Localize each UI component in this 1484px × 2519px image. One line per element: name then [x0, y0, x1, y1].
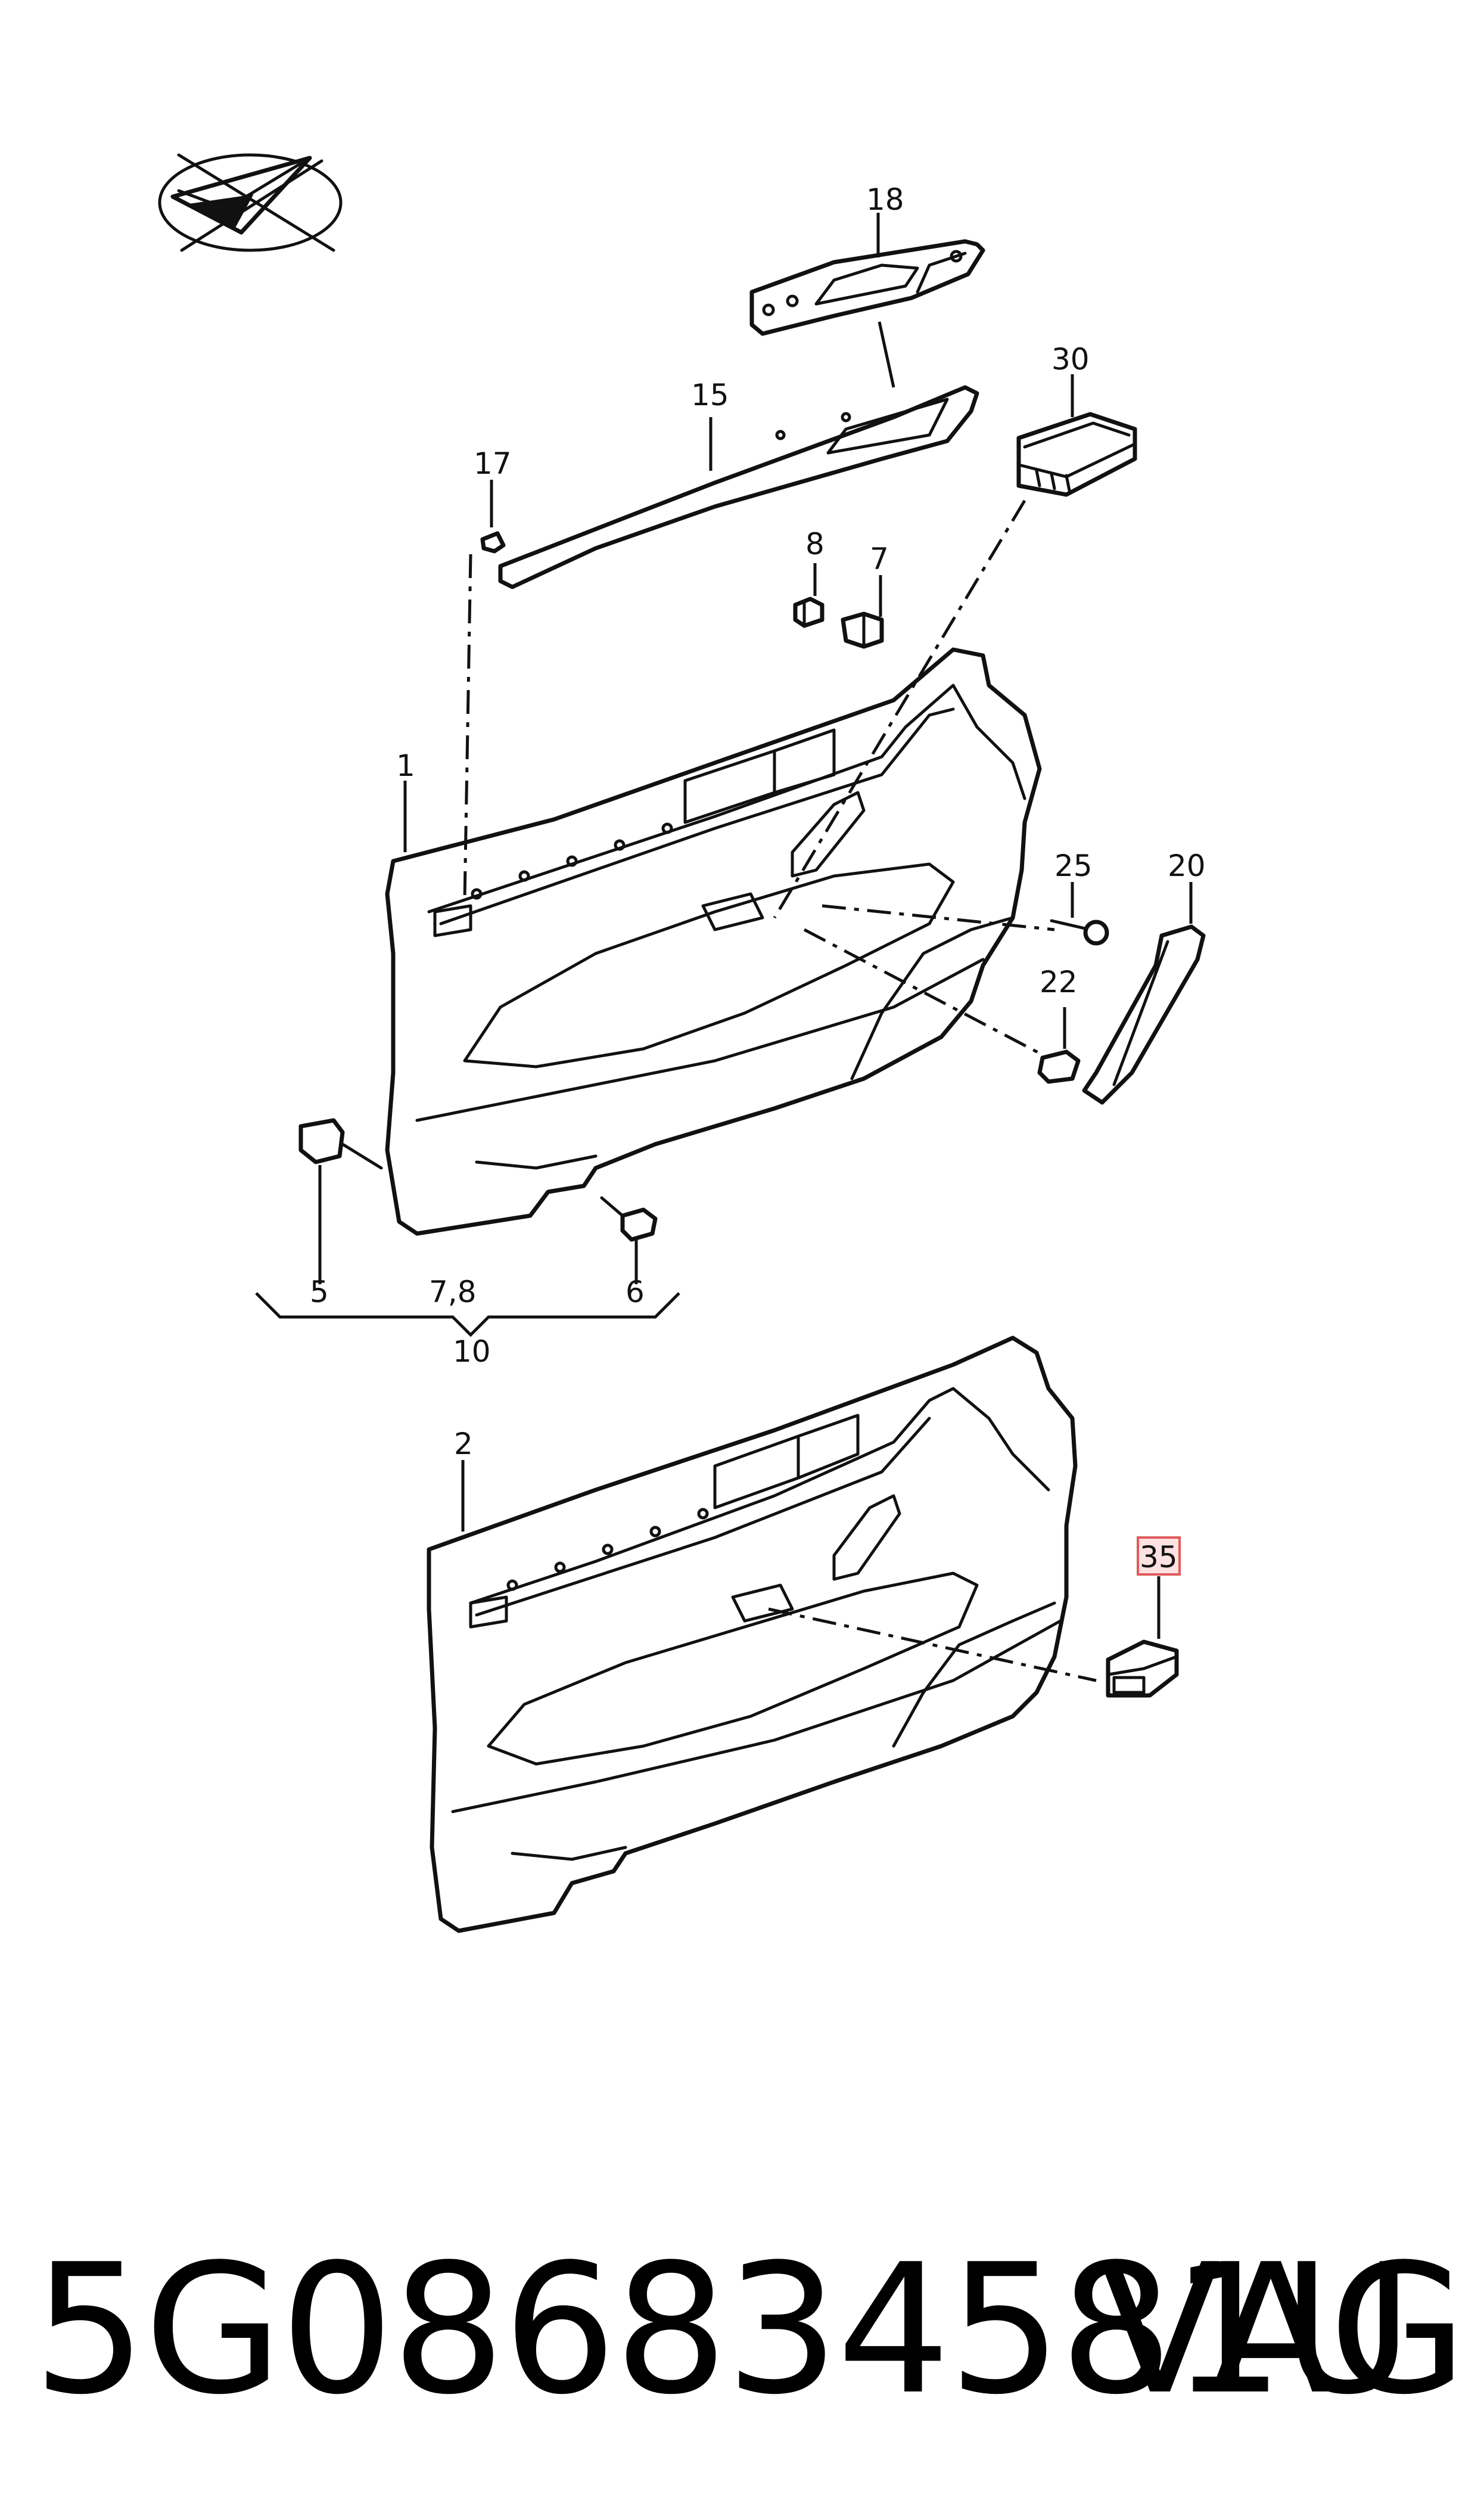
screw-25-part[interactable]	[1050, 919, 1109, 946]
callout-7-8: 7,8	[429, 1275, 477, 1309]
switch-35-part[interactable]	[1106, 1639, 1179, 1698]
door-panel-1-part[interactable]	[385, 647, 1042, 1236]
callout-35: 35	[1140, 1540, 1178, 1574]
upper-trim-strip-part[interactable]	[498, 385, 979, 589]
callout-25: 25	[1054, 849, 1093, 883]
callout-18: 18	[866, 182, 904, 217]
assembly-line-35	[768, 1607, 1097, 1682]
clip-8-part[interactable]	[793, 597, 825, 628]
door-handle-bezel-part[interactable]	[749, 239, 985, 336]
callout-2: 2	[454, 1427, 473, 1461]
part-number: 5G086834581U	[33, 2226, 1413, 2434]
callout-1: 1	[396, 748, 415, 783]
callout-10: 10	[453, 1334, 491, 1369]
footer: 5G086834581U VAG	[0, 2205, 1484, 2455]
callout-17: 17	[474, 446, 512, 481]
fastener-6-part[interactable]	[600, 1196, 658, 1242]
fastener-5-part[interactable]	[298, 1118, 383, 1170]
callout-22: 22	[1040, 965, 1078, 999]
callout-20: 20	[1168, 849, 1206, 883]
assembly-line-30	[773, 499, 1026, 919]
callout-15: 15	[691, 378, 729, 412]
callout-30: 30	[1051, 342, 1090, 377]
brand-name: VAG	[1099, 2226, 1467, 2434]
clip-17-part[interactable]	[480, 531, 506, 554]
callout-7: 7	[870, 542, 889, 576]
callout-35-highlight	[1137, 1536, 1181, 1576]
logo-icon	[158, 153, 343, 252]
group-bracket	[255, 1292, 680, 1337]
assembly-line-17	[463, 554, 472, 900]
door-panel-2-part[interactable]	[427, 1335, 1078, 1933]
callout-5: 5	[310, 1275, 329, 1309]
clip-7-part[interactable]	[841, 611, 884, 649]
callout-6: 6	[626, 1275, 645, 1309]
callout-8: 8	[805, 527, 825, 561]
clip-22-part[interactable]	[1037, 1049, 1081, 1084]
window-switch-part[interactable]	[1016, 412, 1137, 497]
assembly-line-25	[822, 904, 1055, 931]
pull-handle-20-part[interactable]	[1082, 924, 1206, 1105]
